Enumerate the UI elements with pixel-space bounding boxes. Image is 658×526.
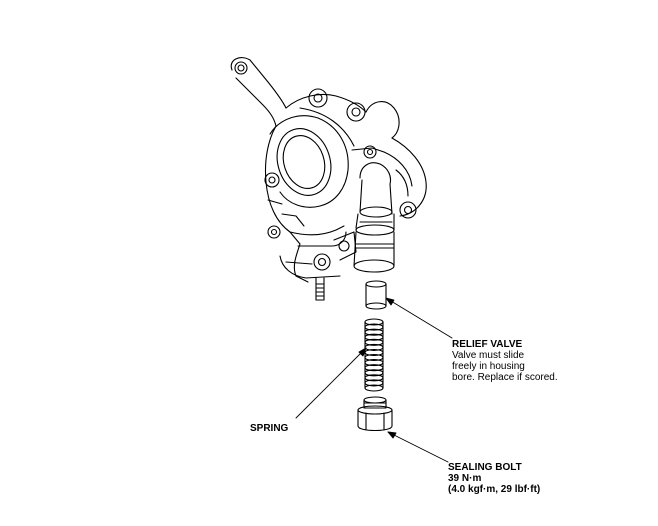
spring-part [364,318,384,392]
sealing-bolt-callout: SEALING BOLT 39 N·m (4.0 kgf·m, 29 lbf·f… [448,462,540,495]
oil-pump-housing [230,57,427,301]
spring-callout: SPRING [250,423,288,434]
spring-title: SPRING [250,423,289,434]
relief-valve-arrow [385,297,395,306]
sealing-bolt-torque: 39 N·m [448,473,482,484]
spring-arrow [358,347,367,357]
relief-valve-note-2: freely in housing [452,361,525,372]
spring-leader [295,347,367,419]
relief-valve-note-1: Valve must slide [452,350,525,361]
relief-valve-callout: RELIEF VALVE Valve must slide freely in … [452,339,558,383]
sealing-bolt-arrow [387,431,397,439]
sealing-bolt-title: SEALING BOLT [448,462,522,473]
leader-lines [295,297,453,463]
sealing-bolt-torque-alt: (4.0 kgf·m, 29 lbf·ft) [448,484,541,495]
relief-valve-note-3: bore. Replace if scored. [452,372,558,383]
relief-valve-leader [385,297,453,339]
relief-valve-part [365,280,387,310]
sealing-bolt-leader [387,431,449,463]
sealing-bolt-part [357,396,393,432]
relief-valve-title: RELIEF VALVE [452,339,523,350]
